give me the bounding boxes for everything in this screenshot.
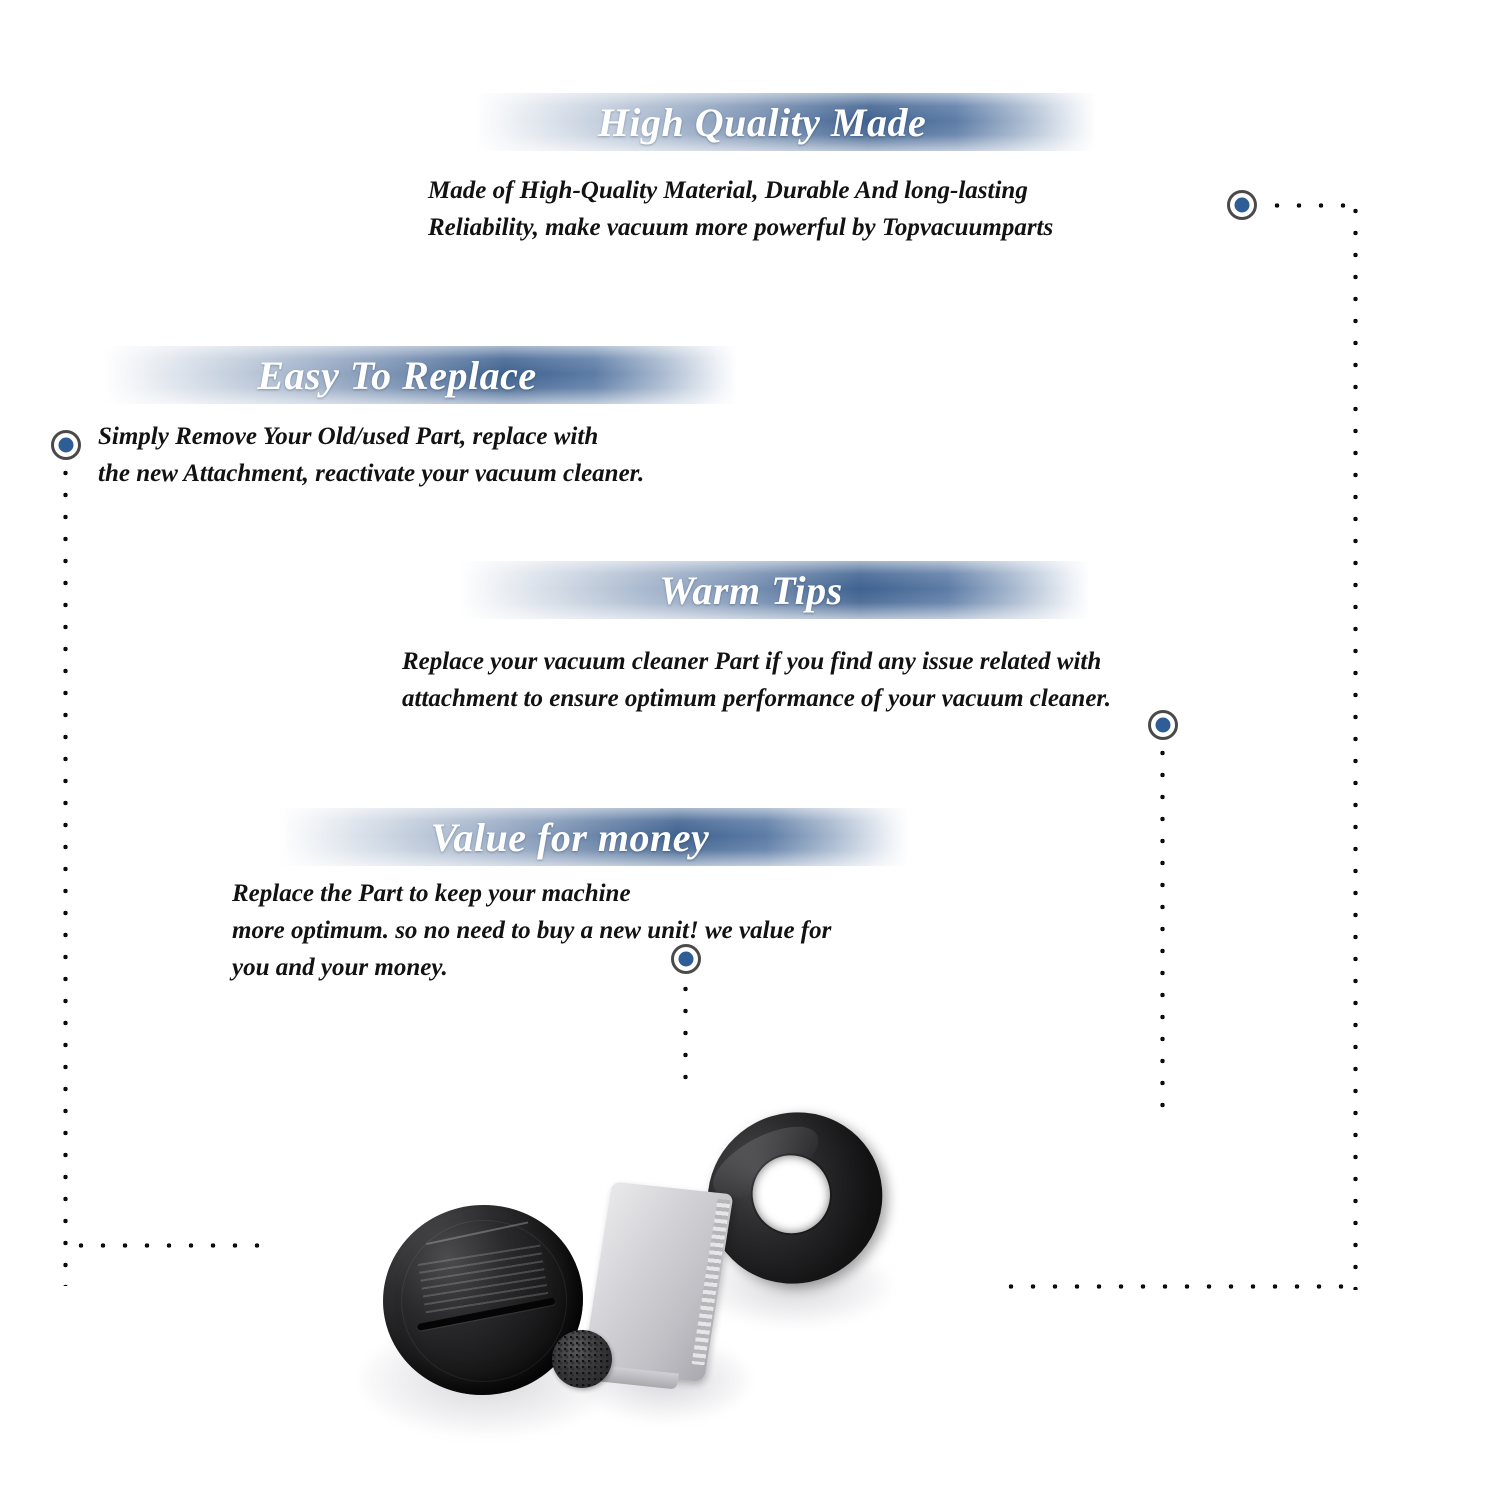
section-body-value-for-money: Replace the Part to keep your machine mo… <box>232 880 832 981</box>
connector-marker-value-for-money <box>671 944 701 974</box>
connector-line-hqm-right <box>1352 200 1359 1290</box>
connector-line-etr-left <box>62 462 69 1286</box>
section-title-high-quality-made: High Quality Made <box>597 99 927 145</box>
connector-line-vfm-down <box>682 978 689 1094</box>
connector-marker-easy-to-replace <box>51 430 81 460</box>
connector-line-wt-down <box>1159 742 1166 1110</box>
connector-line-hqm-top <box>1266 202 1358 209</box>
section-banner-warm-tips: Warm Tips <box>412 561 1090 619</box>
connector-line-etr-bottom <box>70 1242 266 1249</box>
section-body-high-quality-made: Made of High-Quality Material, Durable A… <box>428 177 1054 241</box>
connector-marker-high-quality-made <box>1227 190 1257 220</box>
section-banner-value-for-money: Value for money <box>232 808 908 866</box>
section-title-warm-tips: Warm Tips <box>659 567 843 613</box>
connector-marker-warm-tips <box>1148 710 1178 740</box>
section-body-easy-to-replace: Simply Remove Your Old/used Part, replac… <box>98 423 645 487</box>
product-photo <box>355 1081 913 1455</box>
section-title-easy-to-replace: Easy To Replace <box>257 352 537 398</box>
section-banner-easy-to-replace: Easy To Replace <box>57 346 737 404</box>
section-body-warm-tips: Replace your vacuum cleaner Part if you … <box>402 648 1112 712</box>
connector-line-hqm-bottom <box>1000 1283 1356 1290</box>
section-banner-high-quality-made: High Quality Made <box>428 93 1096 151</box>
section-title-value-for-money: Value for money <box>430 814 710 860</box>
product-part-round-foam-disc <box>552 1330 612 1388</box>
